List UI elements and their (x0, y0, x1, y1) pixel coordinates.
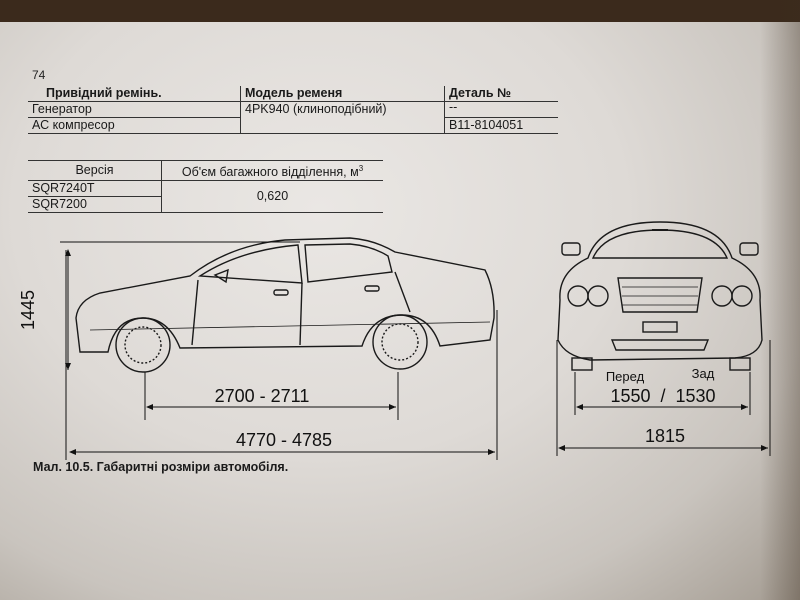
page-number: 74 (32, 68, 46, 82)
front-track-label: Перед (606, 369, 645, 384)
track-dimension: 1550 / 1530 (610, 386, 715, 406)
drive-belt-table: Привідний ремінь. Модель ременя Деталь №… (28, 86, 558, 134)
figure-caption: Мал. 10.5. Габаритні розміри автомобіля. (33, 460, 289, 474)
rear-track-label: Зад (692, 366, 715, 381)
length-dimension: 4770 - 4785 (236, 430, 332, 450)
belt-part-value: B11-8104051 (444, 117, 558, 134)
height-dimension: 1445 (18, 290, 38, 330)
trunk-volume-value: 0,620 (161, 180, 383, 214)
trunk-col-version: Версія (28, 159, 162, 182)
trunk-version-2: SQR7200 (28, 196, 162, 214)
belt-row-ac-compressor: АС компресор (28, 117, 241, 134)
front-wheel-side (115, 317, 171, 373)
trunk-volume-table: Версія Об'єм багажного відділення, м3 SQ… (28, 159, 383, 214)
wheelbase-dimension: 2700 - 2711 (215, 386, 310, 406)
car-side-view (75, 237, 495, 373)
trunk-col-volume: Об'єм багажного відділення, м3 (161, 159, 383, 182)
trunk-col-volume-text: Об'єм багажного відділення, м (181, 165, 359, 180)
belt-model-value: 4PK940 (клиноподібний) (240, 101, 445, 134)
rear-wheel-side (372, 314, 428, 370)
car-front-view (557, 221, 763, 371)
trunk-col-volume-sup: 3 (358, 164, 364, 173)
width-dimension: 1815 (645, 426, 685, 446)
